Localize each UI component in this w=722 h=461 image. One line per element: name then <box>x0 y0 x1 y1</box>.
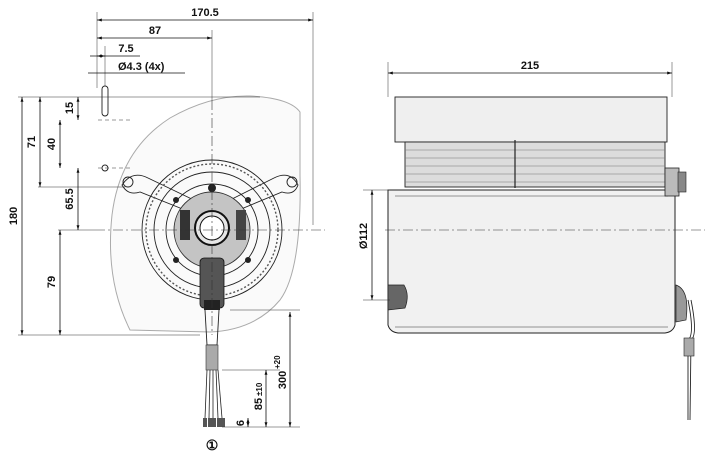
dim-strip-length: 85 <box>253 398 265 410</box>
dim-diameter: Ø112 <box>358 223 370 249</box>
impeller <box>404 141 666 188</box>
dim-strip-tolerance: ±10 <box>255 382 264 396</box>
dim-cable-tolerance: +20 <box>273 355 282 369</box>
callout-marker: ① <box>206 437 219 453</box>
dim-71: 71 <box>26 136 38 148</box>
dim-40: 40 <box>46 138 58 150</box>
housing-body <box>387 189 676 334</box>
outlet-flange <box>394 96 668 143</box>
dim-strip-end: 6 <box>235 420 247 426</box>
dim-depth: 215 <box>521 60 539 72</box>
dim-width-center: 87 <box>149 25 161 37</box>
side-view: 215 Ø112 <box>358 60 705 421</box>
mounting-slot <box>101 85 109 117</box>
front-view: 170.5 87 7.5 Ø4.3 (4x) 180 71 15 40 65.5… <box>8 7 325 453</box>
dim-cable-length: 300 <box>277 371 289 389</box>
dim-hole-diameter: Ø4.3 (4x) <box>118 61 165 73</box>
dim-79: 79 <box>46 276 58 288</box>
dim-hole-offset: 7.5 <box>118 43 133 55</box>
dim-15: 15 <box>64 102 76 114</box>
dim-65-5: 65.5 <box>64 188 76 209</box>
dim-width-total: 170.5 <box>191 7 219 19</box>
cable-assembly <box>199 257 225 427</box>
dim-height-total: 180 <box>8 207 20 225</box>
